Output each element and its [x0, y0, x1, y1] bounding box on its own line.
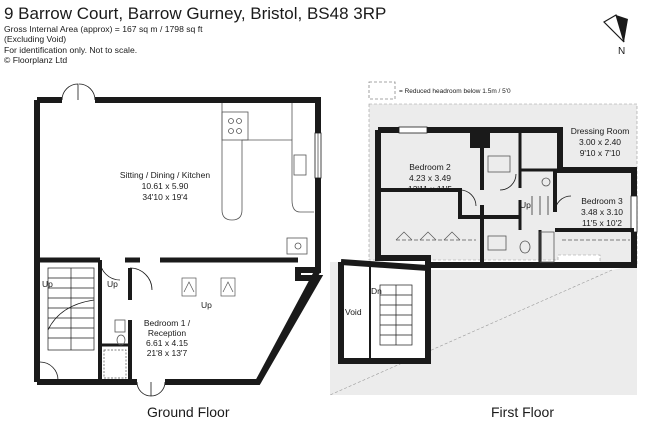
- compass-north-label: N: [618, 46, 625, 57]
- bedroom2-metric: 4.23 x 3.49: [409, 173, 451, 183]
- excluding-note: (Excluding Void): [4, 34, 67, 45]
- bedroom3-imperial: 11'5 x 10'2: [582, 218, 622, 228]
- ground-floor-label: Ground Floor: [147, 404, 230, 420]
- skylight-1: [181, 277, 197, 297]
- first-up-marker: Up: [520, 200, 531, 210]
- ensuite-toilet-icon: [541, 177, 551, 187]
- stair-void-block: [338, 259, 431, 364]
- bedroom1-metric: 6.61 x 4.15: [146, 338, 188, 348]
- compass-icon: N: [603, 14, 628, 57]
- bedroom3-name: Bedroom 3: [581, 196, 623, 206]
- bathroom-basin-icon: [487, 235, 507, 251]
- bedroom2-name: Bedroom 2: [409, 162, 451, 172]
- headroom-legend-text: = Reduced headroom below 1.5m / 5'0: [399, 88, 511, 95]
- cupboard-icon: [103, 349, 127, 379]
- kitchen-units: [221, 103, 314, 255]
- bedroom1-name: Bedroom 1 /: [144, 318, 191, 328]
- bedroom3-metric: 3.48 x 3.10: [581, 207, 623, 217]
- header: 9 Barrow Court, Barrow Gurney, Bristol, …: [4, 4, 386, 66]
- bedroom2-window: [398, 126, 428, 134]
- diagonal-window: [264, 311, 280, 337]
- scale-note: For identification only. Not to scale.: [4, 44, 138, 55]
- shower-icon: [487, 155, 511, 173]
- sitting-room-metric: 10.61 x 5.90: [142, 181, 189, 191]
- first-floor-plan: Bedroom 2 4.23 x 3.49 13'11 x 11'5 Dress…: [329, 103, 638, 396]
- sitting-room-imperial: 34'10 x 19'4: [142, 192, 188, 202]
- copyright: © Floorplanz Ltd: [4, 55, 68, 66]
- bedroom1-name-line2: Reception: [148, 328, 187, 338]
- headroom-swatch: [368, 81, 396, 100]
- void-label: Void: [345, 307, 362, 317]
- ground-up-left: Up: [42, 279, 53, 289]
- garden-doors: [61, 83, 96, 101]
- ground-floor-plan: Sitting / Dining / Kitchen 10.61 x 5.90 …: [34, 83, 324, 397]
- skylight-2: [220, 277, 236, 297]
- wc-toilet-icon: [116, 334, 126, 346]
- first-dn-marker: Dn: [371, 286, 382, 296]
- first-staircase: [379, 284, 413, 346]
- ground-up-mid: Up: [107, 279, 118, 289]
- wc-basin-icon: [114, 319, 126, 333]
- bathroom-toilet-icon: [519, 240, 531, 254]
- bedroom3-window: [630, 195, 638, 233]
- ground-staircase: [47, 267, 95, 351]
- dressing-room-imperial: 9'10 x 7'10: [580, 148, 621, 158]
- bedroom1-imperial: 21'8 x 13'7: [147, 348, 188, 358]
- property-title: 9 Barrow Court, Barrow Gurney, Bristol, …: [4, 4, 387, 23]
- ground-up-bedroom: Up: [201, 300, 212, 310]
- dressing-room-metric: 3.00 x 2.40: [579, 137, 621, 147]
- ground-outer-wall: [37, 97, 324, 385]
- first-floor-label: First Floor: [491, 404, 554, 420]
- bath-icon: [539, 231, 555, 263]
- front-doors: [136, 381, 166, 397]
- gross-area: Gross Internal Area (approx) = 167 sq m …: [4, 24, 203, 34]
- sitting-room-name: Sitting / Dining / Kitchen: [120, 170, 211, 180]
- dressing-room-name: Dressing Room: [571, 126, 630, 136]
- headroom-legend: = Reduced headroom below 1.5m / 5'0: [368, 81, 511, 100]
- chimney-stack: [470, 130, 490, 148]
- bedroom2-imperial: 13'11 x 11'5: [408, 184, 452, 194]
- headroom-area-top: [368, 103, 638, 266]
